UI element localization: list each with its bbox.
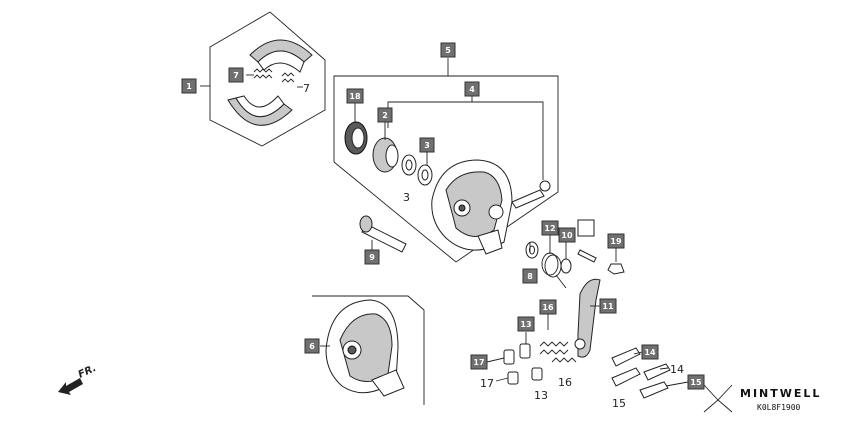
tag-9: 9 bbox=[364, 249, 380, 265]
svg-text:2: 2 bbox=[382, 111, 388, 120]
svg-text:5: 5 bbox=[445, 46, 451, 55]
tag-blank bbox=[577, 219, 595, 237]
tag-8: 8 bbox=[522, 268, 538, 284]
svg-text:7: 7 bbox=[303, 82, 310, 95]
tag-15: 15 bbox=[687, 374, 705, 390]
svg-text:12: 12 bbox=[544, 224, 555, 233]
arrow-icon bbox=[58, 378, 83, 395]
svg-text:4: 4 bbox=[469, 85, 475, 94]
brake-shoe-group bbox=[200, 11, 326, 147]
mintwell-logo-icon bbox=[703, 384, 733, 413]
svg-text:13: 13 bbox=[534, 389, 548, 402]
tag-7: 7 bbox=[228, 67, 244, 83]
svg-text:15: 15 bbox=[612, 397, 626, 410]
tag-14: 14 bbox=[641, 344, 659, 360]
direction-arrow: FR. bbox=[58, 363, 98, 395]
brake-panel-group bbox=[333, 58, 559, 263]
lever-spring-group bbox=[503, 241, 671, 399]
svg-text:8: 8 bbox=[527, 272, 533, 281]
svg-text:6: 6 bbox=[309, 342, 315, 351]
tag-18: 18 bbox=[346, 88, 364, 104]
svg-text:17: 17 bbox=[473, 358, 484, 367]
svg-text:1: 1 bbox=[186, 82, 192, 91]
svg-text:3: 3 bbox=[424, 141, 430, 150]
brand-watermark: MINTWELL K0L8F1900 bbox=[703, 384, 821, 413]
tag-2: 2 bbox=[377, 107, 393, 123]
tag-6: 6 bbox=[304, 338, 320, 354]
svg-text:14: 14 bbox=[670, 363, 684, 376]
svg-text:7: 7 bbox=[233, 71, 239, 80]
tag-19: 19 bbox=[607, 233, 625, 249]
tag-13: 13 bbox=[517, 316, 535, 332]
svg-text:10: 10 bbox=[561, 231, 573, 240]
svg-text:11: 11 bbox=[602, 302, 614, 311]
svg-text:15: 15 bbox=[690, 378, 702, 387]
callout-tags: 1 7 5 4 18 2 3 9 12 10 19 8 11 6 13 16 1… bbox=[181, 42, 705, 390]
brake-panel-lower bbox=[312, 295, 425, 405]
svg-text:K0L8F1900: K0L8F1900 bbox=[757, 403, 801, 412]
tag-1: 1 bbox=[181, 78, 197, 94]
tag-11: 11 bbox=[599, 298, 617, 314]
svg-text:18: 18 bbox=[349, 92, 361, 101]
svg-text:MINTWELL: MINTWELL bbox=[740, 387, 821, 400]
tag-4: 4 bbox=[464, 81, 480, 97]
svg-text:16: 16 bbox=[558, 376, 572, 389]
tag-10: 10 bbox=[558, 227, 576, 243]
svg-text:17: 17 bbox=[480, 377, 494, 390]
svg-text:9: 9 bbox=[369, 253, 375, 262]
leader-lines bbox=[320, 103, 689, 387]
svg-text:13: 13 bbox=[520, 320, 531, 329]
tag-17: 17 bbox=[470, 354, 488, 370]
svg-text:3: 3 bbox=[403, 191, 410, 204]
tag-3: 3 bbox=[419, 137, 435, 153]
svg-text:16: 16 bbox=[542, 303, 554, 312]
plain-labels: 7 3 17 13 16 14 15 bbox=[303, 82, 684, 410]
tag-12: 12 bbox=[541, 220, 559, 236]
svg-text:FR.: FR. bbox=[77, 363, 98, 381]
tag-5: 5 bbox=[440, 42, 456, 58]
tag-16: 16 bbox=[539, 299, 557, 315]
svg-text:19: 19 bbox=[610, 237, 622, 246]
svg-text:14: 14 bbox=[644, 348, 656, 357]
